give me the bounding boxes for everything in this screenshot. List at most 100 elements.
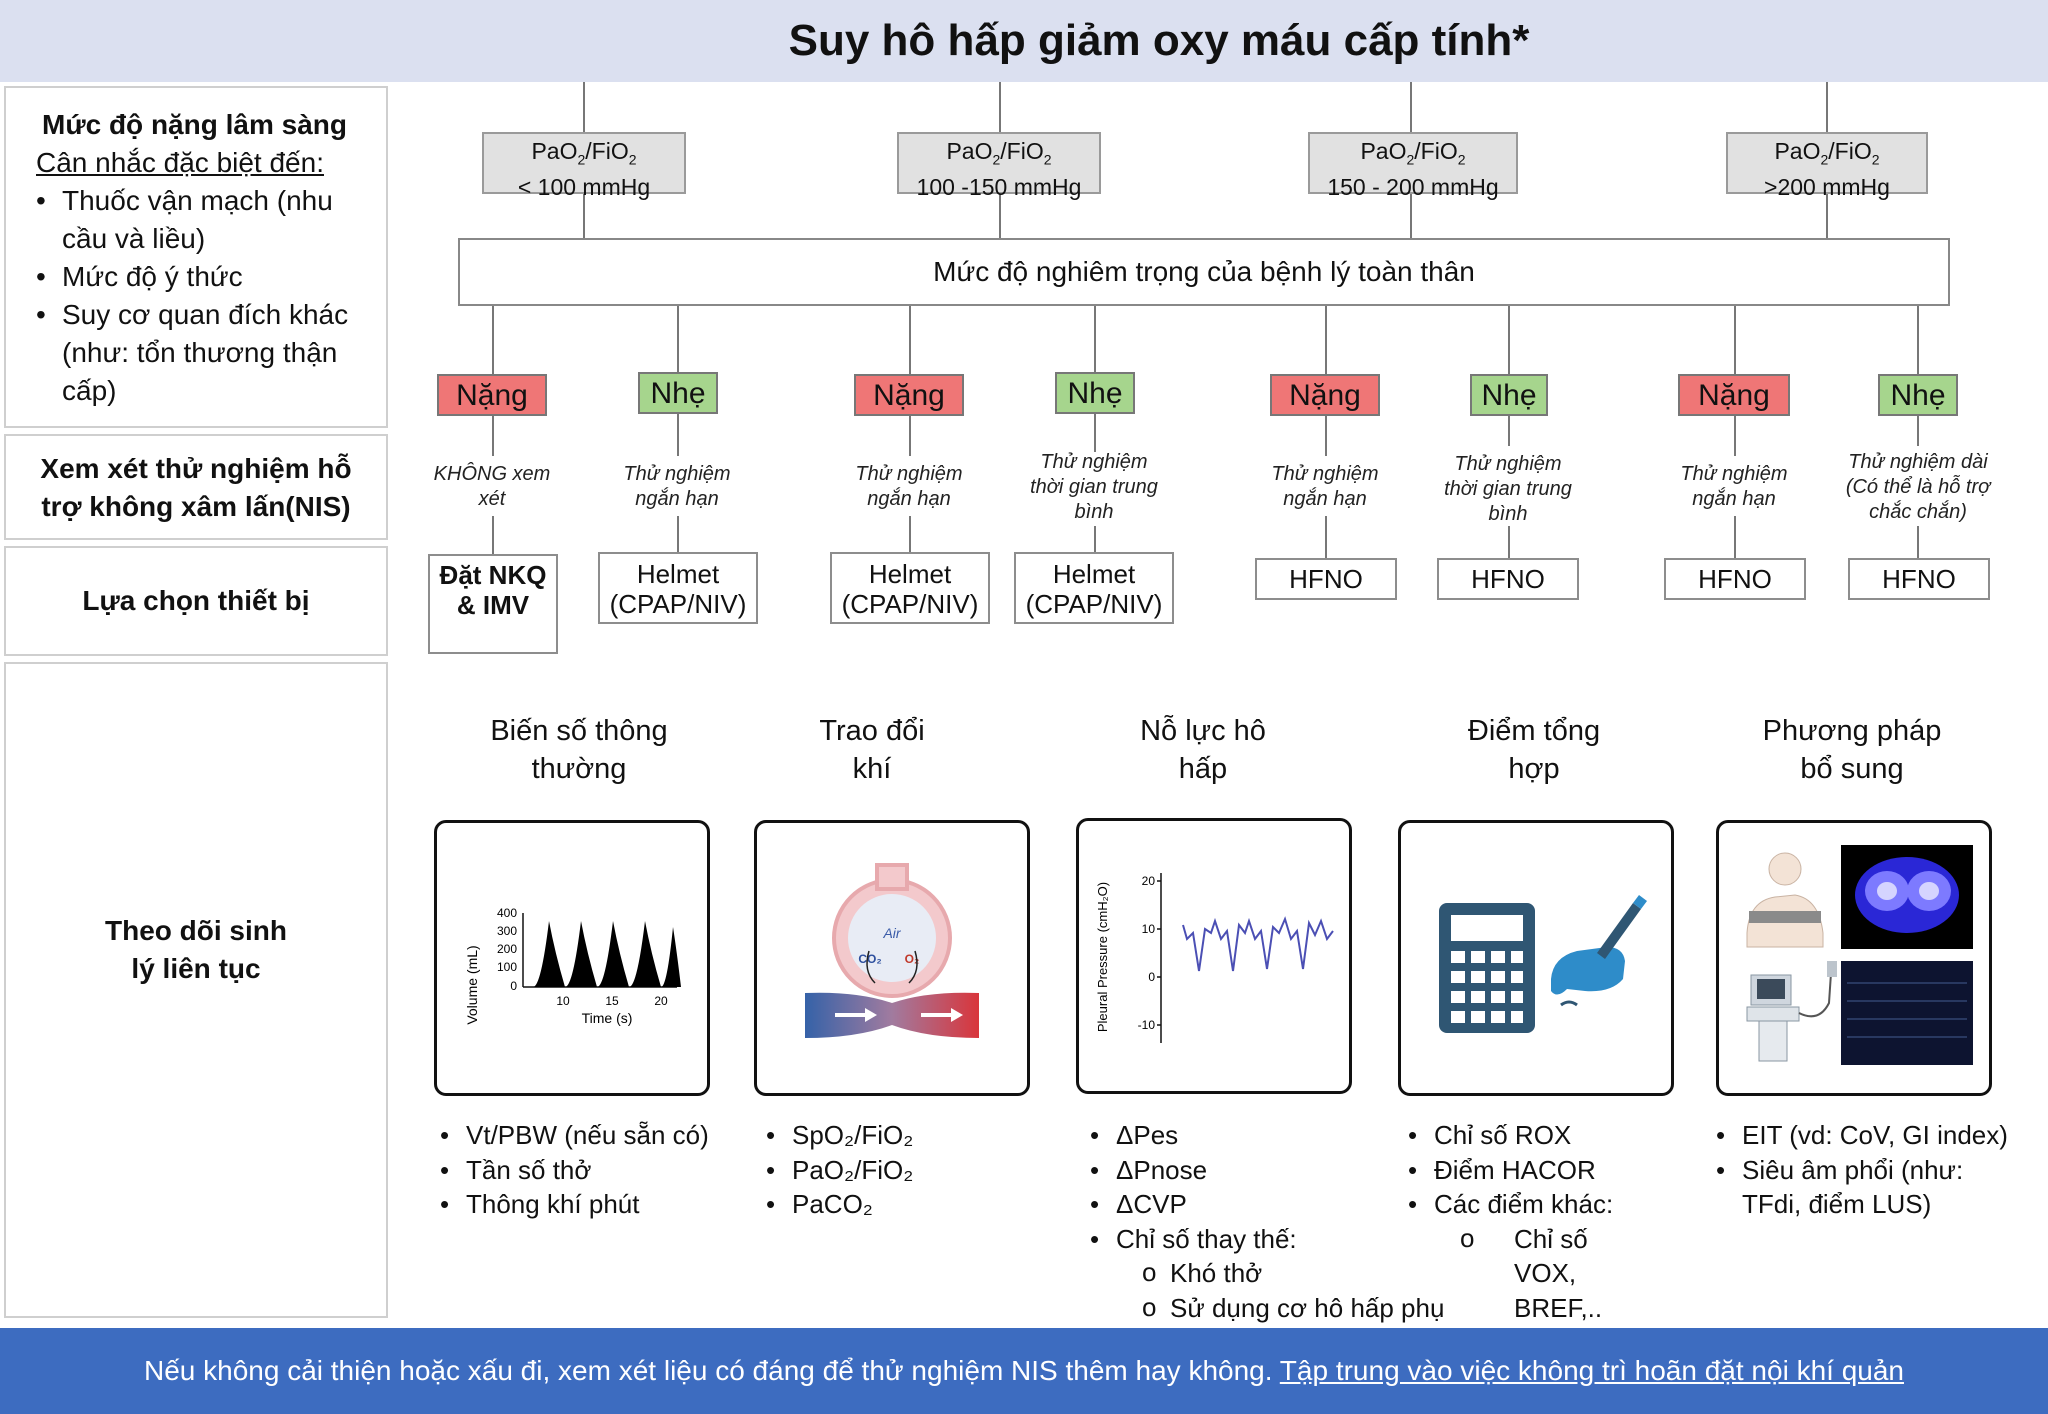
additional-methods-panel: [1716, 820, 1992, 1096]
svg-text:0: 0: [510, 979, 517, 993]
device-box: Helmet (CPAP/NIV): [598, 552, 758, 624]
severity-subheading: Cân nhắc đặc biệt đến:: [36, 147, 324, 178]
pf-ratio-box: PaO2/FiO2 150 - 200 mmHg: [1308, 132, 1518, 200]
list-item: SpO₂/FiO₂: [766, 1118, 913, 1153]
mild-tag: Nhẹ: [1055, 372, 1135, 414]
composite-scores-panel: [1398, 820, 1674, 1096]
device-box: HFNO: [1664, 558, 1806, 600]
volume-xlabel: Time (s): [582, 1010, 633, 1026]
trial-text: Thử nghiệm thời gian trung bình: [1030, 451, 1158, 523]
trial-text: Thử nghiệm ngắn hạn: [855, 463, 963, 510]
pleural-pressure-panel: Pleural Pressure (cmH₂O) 20 10 0 -10: [1076, 818, 1352, 1094]
trial-text: Thử nghiệm dài (Có thể là hỗ trợ chắc ch…: [1845, 451, 1991, 523]
volume-waveform-panel: Volume (mL) 400 300 200 100 0 10 15 20 T…: [434, 820, 710, 1096]
list-item: Chỉ số ROX: [1408, 1118, 1654, 1153]
footer-text: Nếu không cải thiện hoặc xấu đi, xem xét…: [0, 1328, 2048, 1414]
monitor-list-gas-exchange: SpO₂/FiO₂ PaO₂/FiO₂ PaCO₂: [766, 1118, 913, 1222]
severe-tag: Nặng: [1270, 374, 1380, 416]
trial-text: Thử nghiệm ngắn hạn: [623, 463, 731, 510]
svg-text:20: 20: [654, 994, 668, 1008]
trial-text: Thử nghiệm ngắn hạn: [1271, 463, 1379, 510]
page-title: Suy hô hấp giảm oxy máu cấp tính*: [788, 16, 1530, 65]
pf-range: 150 - 200 mmHg: [1327, 173, 1499, 200]
list-item: Thông khí phút: [440, 1187, 709, 1222]
monitor-heading: Biến số thông thường: [490, 715, 668, 785]
footer-banner: [0, 1328, 2048, 1414]
monitor-list-routine: Vt/PBW (nếu sẵn có) Tần số thở Thông khí…: [440, 1118, 709, 1222]
severe-tag: Nặng: [1678, 374, 1790, 416]
device-box: Đặt NKQ & IMV: [428, 554, 558, 654]
monitoring-row-label-box: Theo dõi sinh lý liên tục: [4, 662, 388, 1318]
pf-range: >200 mmHg: [1764, 173, 1890, 200]
monitor-heading: Điểm tổng hợp: [1467, 715, 1601, 785]
list-item: ΔCVP: [1090, 1187, 1444, 1222]
pleural-ylabel: Pleural Pressure (cmH₂O): [1095, 882, 1110, 1032]
severe-tag: Nặng: [854, 374, 964, 416]
svg-text:-10: -10: [1138, 1018, 1156, 1032]
device-box: HFNO: [1848, 558, 1990, 600]
footer-emphasis: Tập trung vào việc không trì hoãn đặt nộ…: [1279, 1355, 1904, 1386]
mild-tag: Nhẹ: [1878, 374, 1958, 416]
list-item: PaO₂/FiO₂: [766, 1153, 913, 1188]
device-row-label-box: Lựa chọn thiết bị: [4, 546, 388, 656]
device-box: Helmet (CPAP/NIV): [1014, 552, 1174, 624]
list-subitem: Chỉ số VOX, BREF,..: [1408, 1221, 1654, 1326]
mild-tag: Nhẹ: [1470, 374, 1548, 416]
list-item: ΔPes: [1090, 1118, 1444, 1153]
volume-ylabel: Volume (mL): [464, 945, 480, 1024]
gas-exchange-panel: Air CO₂ O₂: [754, 820, 1030, 1096]
svg-text:100: 100: [497, 960, 517, 974]
pf-range: < 100 mmHg: [517, 173, 651, 200]
list-subitem: Sử dụng cơ hô hấp phụ: [1090, 1290, 1444, 1326]
monitor-list-scores: Chỉ số ROX Điểm HACOR Các điểm khác: Chỉ…: [1408, 1118, 1654, 1325]
severe-tag: Nặng: [437, 374, 547, 416]
monitor-list-additional: EIT (vd: CoV, GI index) Siêu âm phổi (nh…: [1716, 1118, 2008, 1222]
mild-tag: Nhẹ: [638, 372, 718, 414]
device-box: Helmet (CPAP/NIV): [830, 552, 990, 624]
monitor-heading: Nỗ lực hô hấp: [1140, 715, 1266, 785]
list-item: EIT (vd: CoV, GI index): [1716, 1118, 2008, 1153]
svg-text:10: 10: [556, 994, 570, 1008]
monitoring-row-label: Theo dõi sinh lý liên tục: [105, 915, 287, 984]
severity-item: Suy cơ quan đích khác (như: tổn thương t…: [36, 296, 382, 410]
nis-row-label-box: Xem xét thử nghiệm hỗ trợ không xâm lấn(…: [4, 434, 388, 540]
list-item: ΔPnose: [1090, 1153, 1444, 1188]
list-item: Các điểm khác:: [1408, 1187, 1654, 1222]
pf-ratio-box: PaO2/FiO2 100 -150 mmHg: [897, 132, 1101, 200]
severity-item: Thuốc vận mạch (nhu cầu và liều): [36, 182, 382, 258]
svg-text:300: 300: [497, 924, 517, 938]
monitor-list-effort: ΔPes ΔPnose ΔCVP Chỉ số thay thế: Khó th…: [1090, 1118, 1444, 1325]
list-subitem: Khó thở: [1090, 1255, 1444, 1291]
volume-waveform: [533, 921, 681, 987]
hand-writing-icon: [1551, 895, 1647, 1007]
device-box: HFNO: [1255, 558, 1397, 600]
list-item: Điểm HACOR: [1408, 1153, 1654, 1188]
severity-item: Mức độ ý thức: [36, 258, 386, 296]
severity-heading: Mức độ nặng lâm sàng: [42, 109, 347, 140]
torso-icon: [1746, 852, 1824, 948]
footer-main-text: Nếu không cải thiện hoặc xấu đi, xem xét…: [143, 1355, 1280, 1386]
pf-ratio-box: PaO2/FiO2 >200 mmHg: [1726, 132, 1928, 200]
ultrasound-machine-icon: [1746, 961, 1837, 1062]
calculator-icon: [1439, 903, 1535, 1033]
nis-row-label: Xem xét thử nghiệm hỗ trợ không xâm lấn(…: [40, 453, 352, 522]
systemic-severity-box: Mức độ nghiêm trọng của bệnh lý toàn thâ…: [458, 238, 1950, 306]
list-item: Tần số thở: [440, 1153, 709, 1188]
trial-text: Thử nghiệm ngắn hạn: [1680, 463, 1788, 510]
svg-text:200: 200: [497, 942, 517, 956]
list-item: PaCO₂: [766, 1187, 913, 1222]
list-item: Chỉ số thay thế:: [1090, 1222, 1444, 1257]
severity-criteria-box: Mức độ nặng lâm sàng Cân nhắc đặc biệt đ…: [4, 86, 388, 428]
device-box: HFNO: [1437, 558, 1579, 600]
svg-text:0: 0: [1148, 970, 1155, 984]
trial-text: KHÔNG xem xét: [433, 463, 551, 510]
trial-text: Thử nghiệm thời gian trung bình: [1444, 453, 1572, 525]
air-label: Air: [882, 925, 901, 941]
list-item: Vt/PBW (nếu sẵn có): [440, 1118, 709, 1153]
svg-text:400: 400: [497, 906, 517, 920]
svg-text:CO₂: CO₂: [858, 952, 881, 966]
svg-text:15: 15: [605, 994, 619, 1008]
pf-range: 100 -150 mmHg: [916, 173, 1082, 200]
svg-text:20: 20: [1142, 874, 1156, 888]
title-bar: [0, 0, 2048, 82]
